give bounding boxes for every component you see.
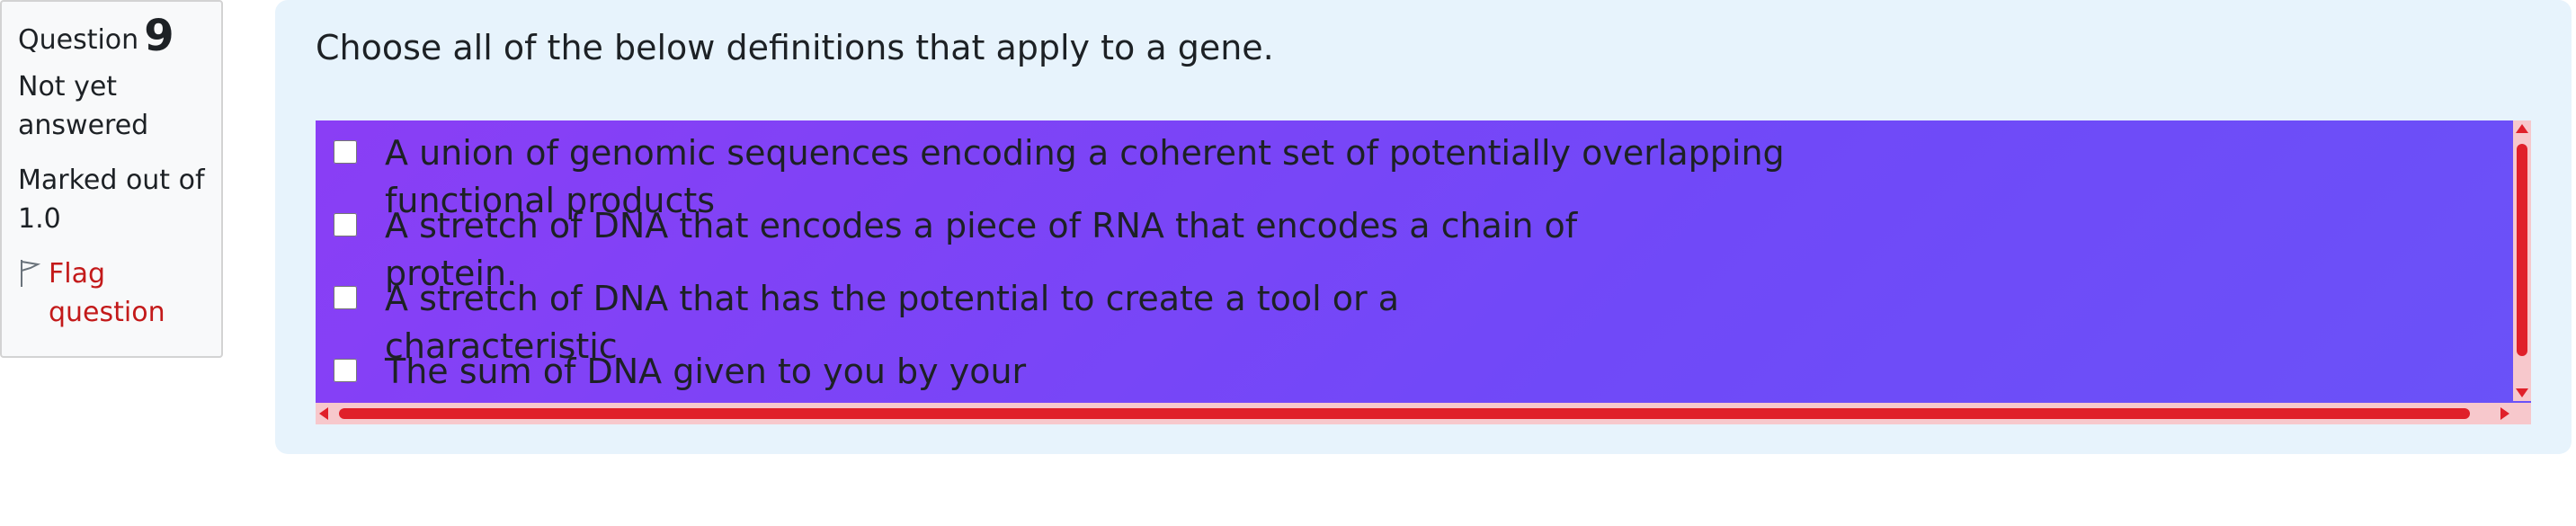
question-grade: Marked out of 1.0 [18, 165, 205, 235]
answer-label-4: The sum of DNA given to you by your [385, 352, 1027, 391]
scroll-right-arrow-icon[interactable] [2500, 407, 2509, 420]
answer-list[interactable]: A union of genomic sequences encoding a … [316, 120, 2531, 424]
answer-label-1: A union of genomic sequences encoding a … [385, 133, 1785, 220]
answer-label-3: A stretch of DNA that has the potential … [385, 279, 1399, 366]
question-number: 9 [144, 11, 174, 61]
vertical-scroll-thumb[interactable] [2517, 144, 2527, 356]
question-content: Choose all of the below definitions that… [275, 0, 2572, 454]
question-state: Not yet answered [18, 71, 149, 141]
question-text: Choose all of the below definitions that… [316, 28, 1274, 67]
question-label: Question [18, 24, 139, 56]
answer-label-2: A stretch of DNA that encodes a piece of… [385, 206, 1578, 293]
scroll-down-arrow-icon[interactable] [2516, 388, 2528, 397]
flag-question-label: Flag question [49, 258, 165, 328]
answer-checkbox-3[interactable] [334, 286, 357, 309]
scrollbar-corner [2513, 403, 2531, 424]
answer-checkbox-1[interactable] [334, 140, 357, 164]
horizontal-scrollbar[interactable] [316, 403, 2513, 424]
scroll-left-arrow-icon[interactable] [319, 407, 328, 420]
scroll-up-arrow-icon[interactable] [2516, 124, 2528, 133]
flag-question-link[interactable]: Flag question [18, 254, 205, 332]
vertical-scrollbar[interactable] [2513, 120, 2531, 401]
horizontal-scroll-thumb[interactable] [339, 408, 2470, 419]
answer-checkbox-4[interactable] [334, 359, 357, 382]
answer-checkbox-2[interactable] [334, 213, 357, 236]
flag-icon [21, 260, 41, 287]
